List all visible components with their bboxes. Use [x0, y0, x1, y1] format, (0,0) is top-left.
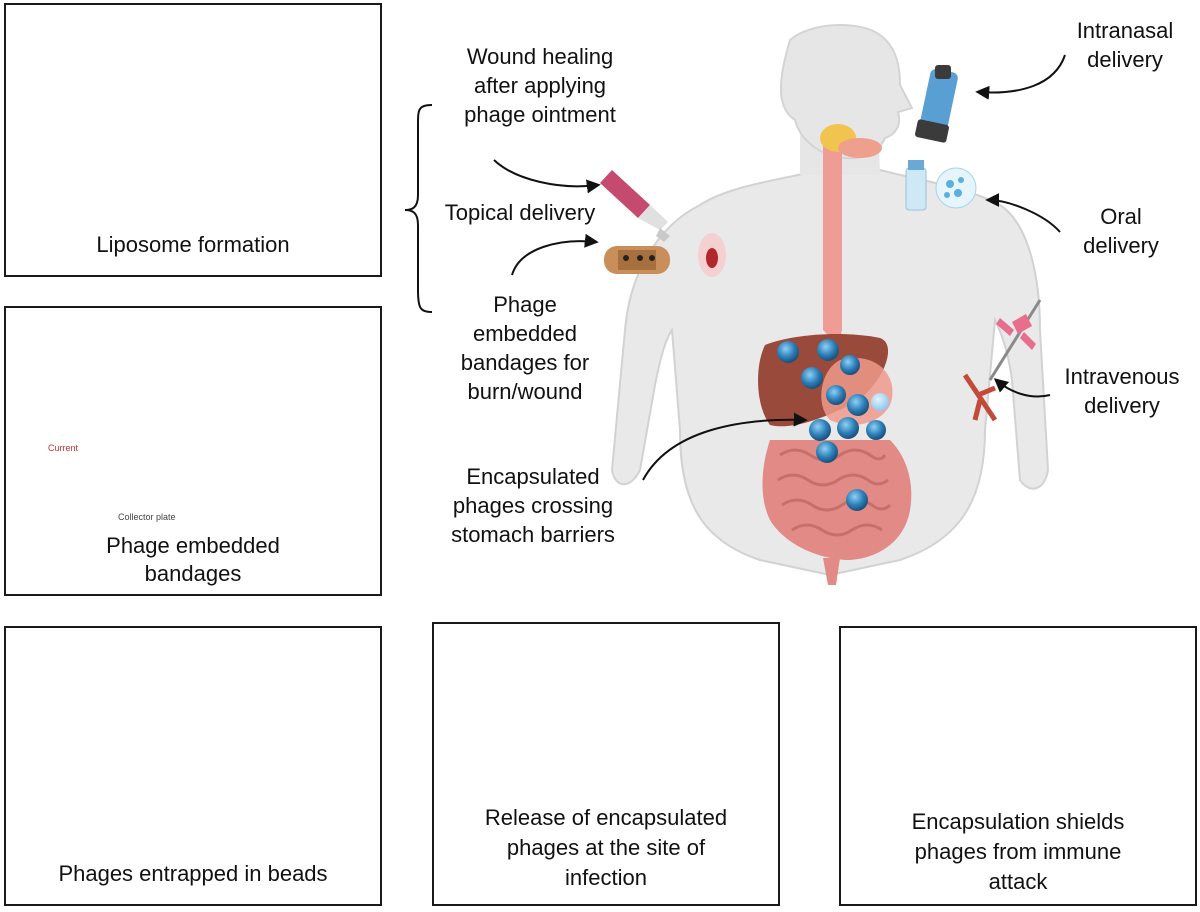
oral-arrow [985, 193, 1061, 233]
intranasal-line2: delivery [1087, 47, 1163, 72]
vein [962, 373, 998, 422]
ointment-tube-icon [600, 170, 670, 242]
bandages-caption-line2: bandages [144, 561, 242, 586]
current-label: Current [48, 443, 79, 453]
release-caption-line3: infection [565, 865, 647, 890]
oral-vial-icon [905, 160, 977, 211]
human-body [610, 23, 1050, 585]
bandages-caption-line1: Phage embedded [106, 533, 280, 558]
encapsulated-label: Encapsulated phages crossing stomach bar… [438, 462, 628, 549]
intranasal-arrow [975, 54, 1066, 100]
bandage-arrow [511, 233, 599, 276]
iv-arrow [993, 378, 1051, 398]
liposome-caption: Liposome formation [96, 232, 290, 257]
intranasal-label: Intranasal delivery [1050, 16, 1200, 74]
iv-needle-icon [988, 299, 1042, 381]
immune-caption-line2: phages from immune [914, 839, 1122, 864]
oral-line2: delivery [1083, 233, 1159, 258]
wound-arrow [493, 159, 601, 194]
bandage-line4: burn/wound [467, 379, 583, 404]
panel-release: Release of encapsulated phages at the si… [432, 622, 780, 906]
wound-center [706, 248, 718, 268]
inhaler-icon [915, 65, 958, 143]
intravenous-label: Intravenous delivery [1048, 362, 1196, 420]
head [779, 23, 914, 160]
encap-line2: phages crossing [452, 493, 614, 518]
immune-caption-line1: Encapsulation shields [911, 809, 1125, 834]
panel-immune-shield: Encapsulation shields phages from immune… [839, 626, 1197, 906]
panel-phage-bandages: Current Collector plate Phage embedded b… [4, 306, 382, 596]
bandage-line2: embedded [473, 321, 577, 346]
small-bandage-icon [604, 246, 670, 274]
arrows [404, 54, 1066, 481]
iv-line2: delivery [1084, 393, 1160, 418]
tongue [838, 138, 882, 158]
iv-line1: Intravenous [1064, 364, 1180, 389]
encap-line3: stomach barriers [451, 522, 615, 547]
wound-line3: phage ointment [464, 102, 616, 127]
phage-bandage-label: Phage embedded bandages for burn/wound [440, 290, 610, 406]
wound-line1: Wound healing [466, 44, 614, 69]
beads-caption: Phages entrapped in beads [58, 861, 328, 886]
panel-phages-beads: Phages entrapped in beads [4, 626, 382, 906]
topical-bracket [404, 104, 433, 313]
release-caption-line2: phages at the site of [506, 835, 706, 860]
oral-label: Oral delivery [1066, 202, 1176, 260]
wound-healing-label: Wound healing after applying phage ointm… [430, 42, 650, 129]
oral-line1: Oral [1100, 204, 1142, 229]
organ-phages [777, 339, 889, 511]
topical-delivery-label: Topical delivery [444, 200, 596, 225]
intranasal-line1: Intranasal [1076, 18, 1174, 43]
bandage-line3: bandages for [460, 350, 590, 375]
immune-caption-line3: attack [988, 869, 1048, 894]
intestines [762, 440, 912, 585]
esophagus [823, 130, 842, 345]
bandage-line1: Phage [493, 292, 557, 317]
encap-arrow [642, 412, 808, 481]
release-caption-line1: Release of encapsulated [484, 805, 728, 830]
panel-liposome-formation: Liposome formation [4, 3, 382, 277]
collector-label: Collector plate [118, 512, 176, 522]
encap-line1: Encapsulated [466, 464, 600, 489]
wound-line2: after applying [473, 73, 607, 98]
